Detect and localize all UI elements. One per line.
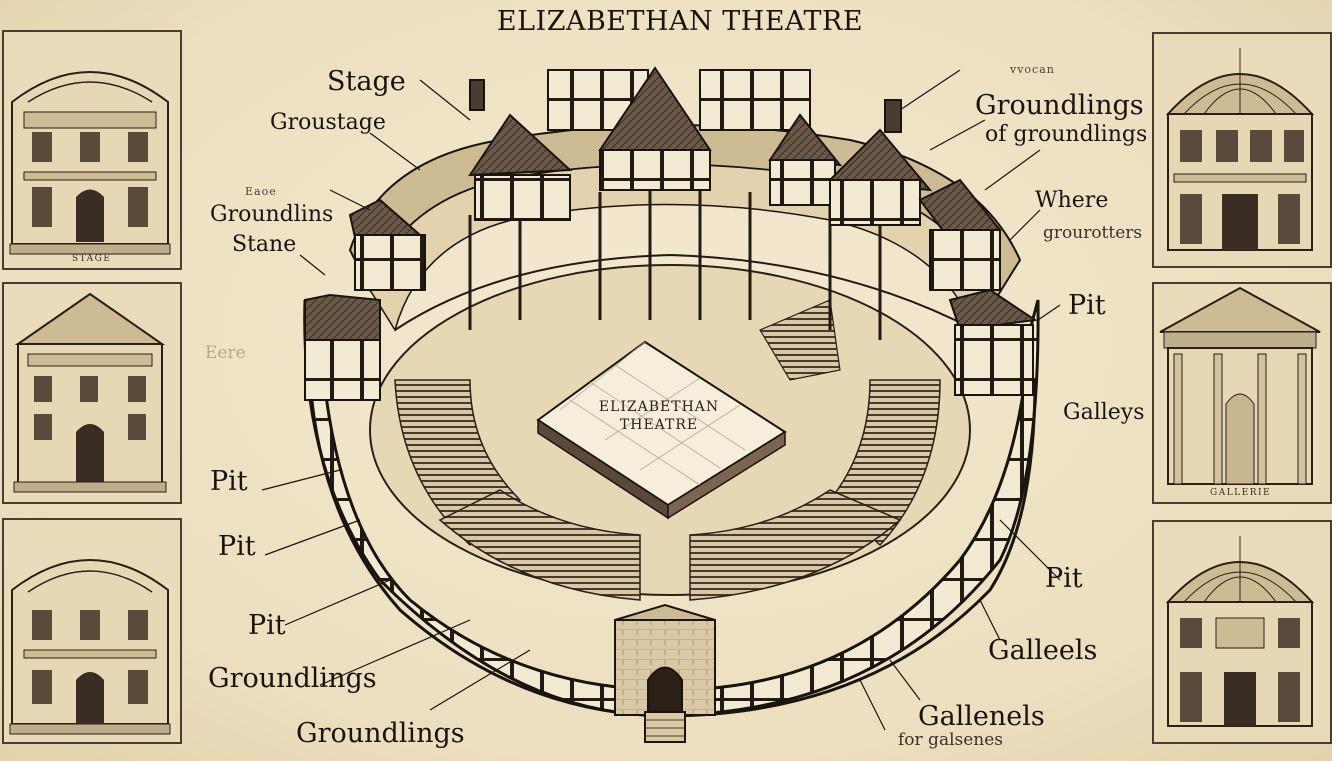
label-groundlings-2: Groundlings bbox=[296, 718, 465, 749]
facade-drawing bbox=[9, 71, 171, 255]
label-stane: Stane bbox=[232, 232, 297, 257]
facade-drawing bbox=[1165, 48, 1315, 251]
facade-drawing bbox=[13, 292, 167, 493]
label-pit-right-2: Pit bbox=[1045, 563, 1083, 594]
label-pit-1: Pit bbox=[210, 466, 248, 497]
entrance bbox=[614, 603, 716, 743]
facade-panel-left-bottom bbox=[2, 518, 182, 744]
panel-caption-gallerie: GALLERIE bbox=[1210, 488, 1272, 498]
label-pit-2: Pit bbox=[218, 531, 256, 562]
label-galleels: Galleels bbox=[988, 635, 1098, 666]
label-gallenels: Gallenels bbox=[918, 701, 1045, 732]
facade-drawing bbox=[9, 559, 171, 735]
label-pit-right: Pit bbox=[1068, 290, 1106, 321]
panel-caption-stage: STAGE bbox=[72, 254, 112, 264]
label-groundlings-1: Groundlings bbox=[208, 663, 377, 694]
facade-panel-left-top: STAGE bbox=[2, 30, 182, 270]
stage-platform bbox=[536, 340, 787, 520]
facade-drawing bbox=[1159, 286, 1321, 485]
label-where: Where bbox=[1035, 188, 1109, 213]
outer-wall bbox=[303, 299, 1040, 717]
stage-label-line1: ELIZABETHAN bbox=[598, 399, 720, 415]
label-stage: Stage bbox=[327, 66, 406, 97]
leader-lines bbox=[261, 69, 1061, 731]
label-galleys: Galleys bbox=[1063, 400, 1145, 425]
facade-panel-right-bottom bbox=[1152, 520, 1332, 744]
facade-panel-right-top bbox=[1152, 32, 1332, 268]
label-grourotters: grourotters bbox=[1043, 223, 1143, 243]
label-for-galsenes: for galsenes bbox=[898, 730, 1004, 750]
label-groustage: Groustage bbox=[270, 110, 386, 135]
label-groundlins: Groundlins bbox=[210, 202, 334, 227]
facade-panel-left-mid bbox=[2, 282, 182, 504]
top-houses bbox=[304, 66, 1038, 401]
label-eaoe: Eaoe bbox=[245, 185, 277, 198]
label-eere: Eere bbox=[205, 343, 246, 363]
stage-label-line2: THEATRE bbox=[619, 417, 699, 434]
stage-label: ELIZABETHAN THEATRE bbox=[588, 398, 730, 434]
facade-drawing bbox=[1165, 536, 1315, 727]
label-vvocan: vvocan bbox=[1010, 63, 1055, 76]
facade-panel-right-mid: GALLERIE bbox=[1152, 282, 1332, 504]
label-pit-3: Pit bbox=[248, 610, 286, 641]
page-title: ELIZABETHAN THEATRE bbox=[496, 6, 864, 37]
label-groundlings-top-right: Groundlings bbox=[975, 90, 1144, 121]
label-of-groundlings: of groundlings bbox=[985, 122, 1148, 147]
